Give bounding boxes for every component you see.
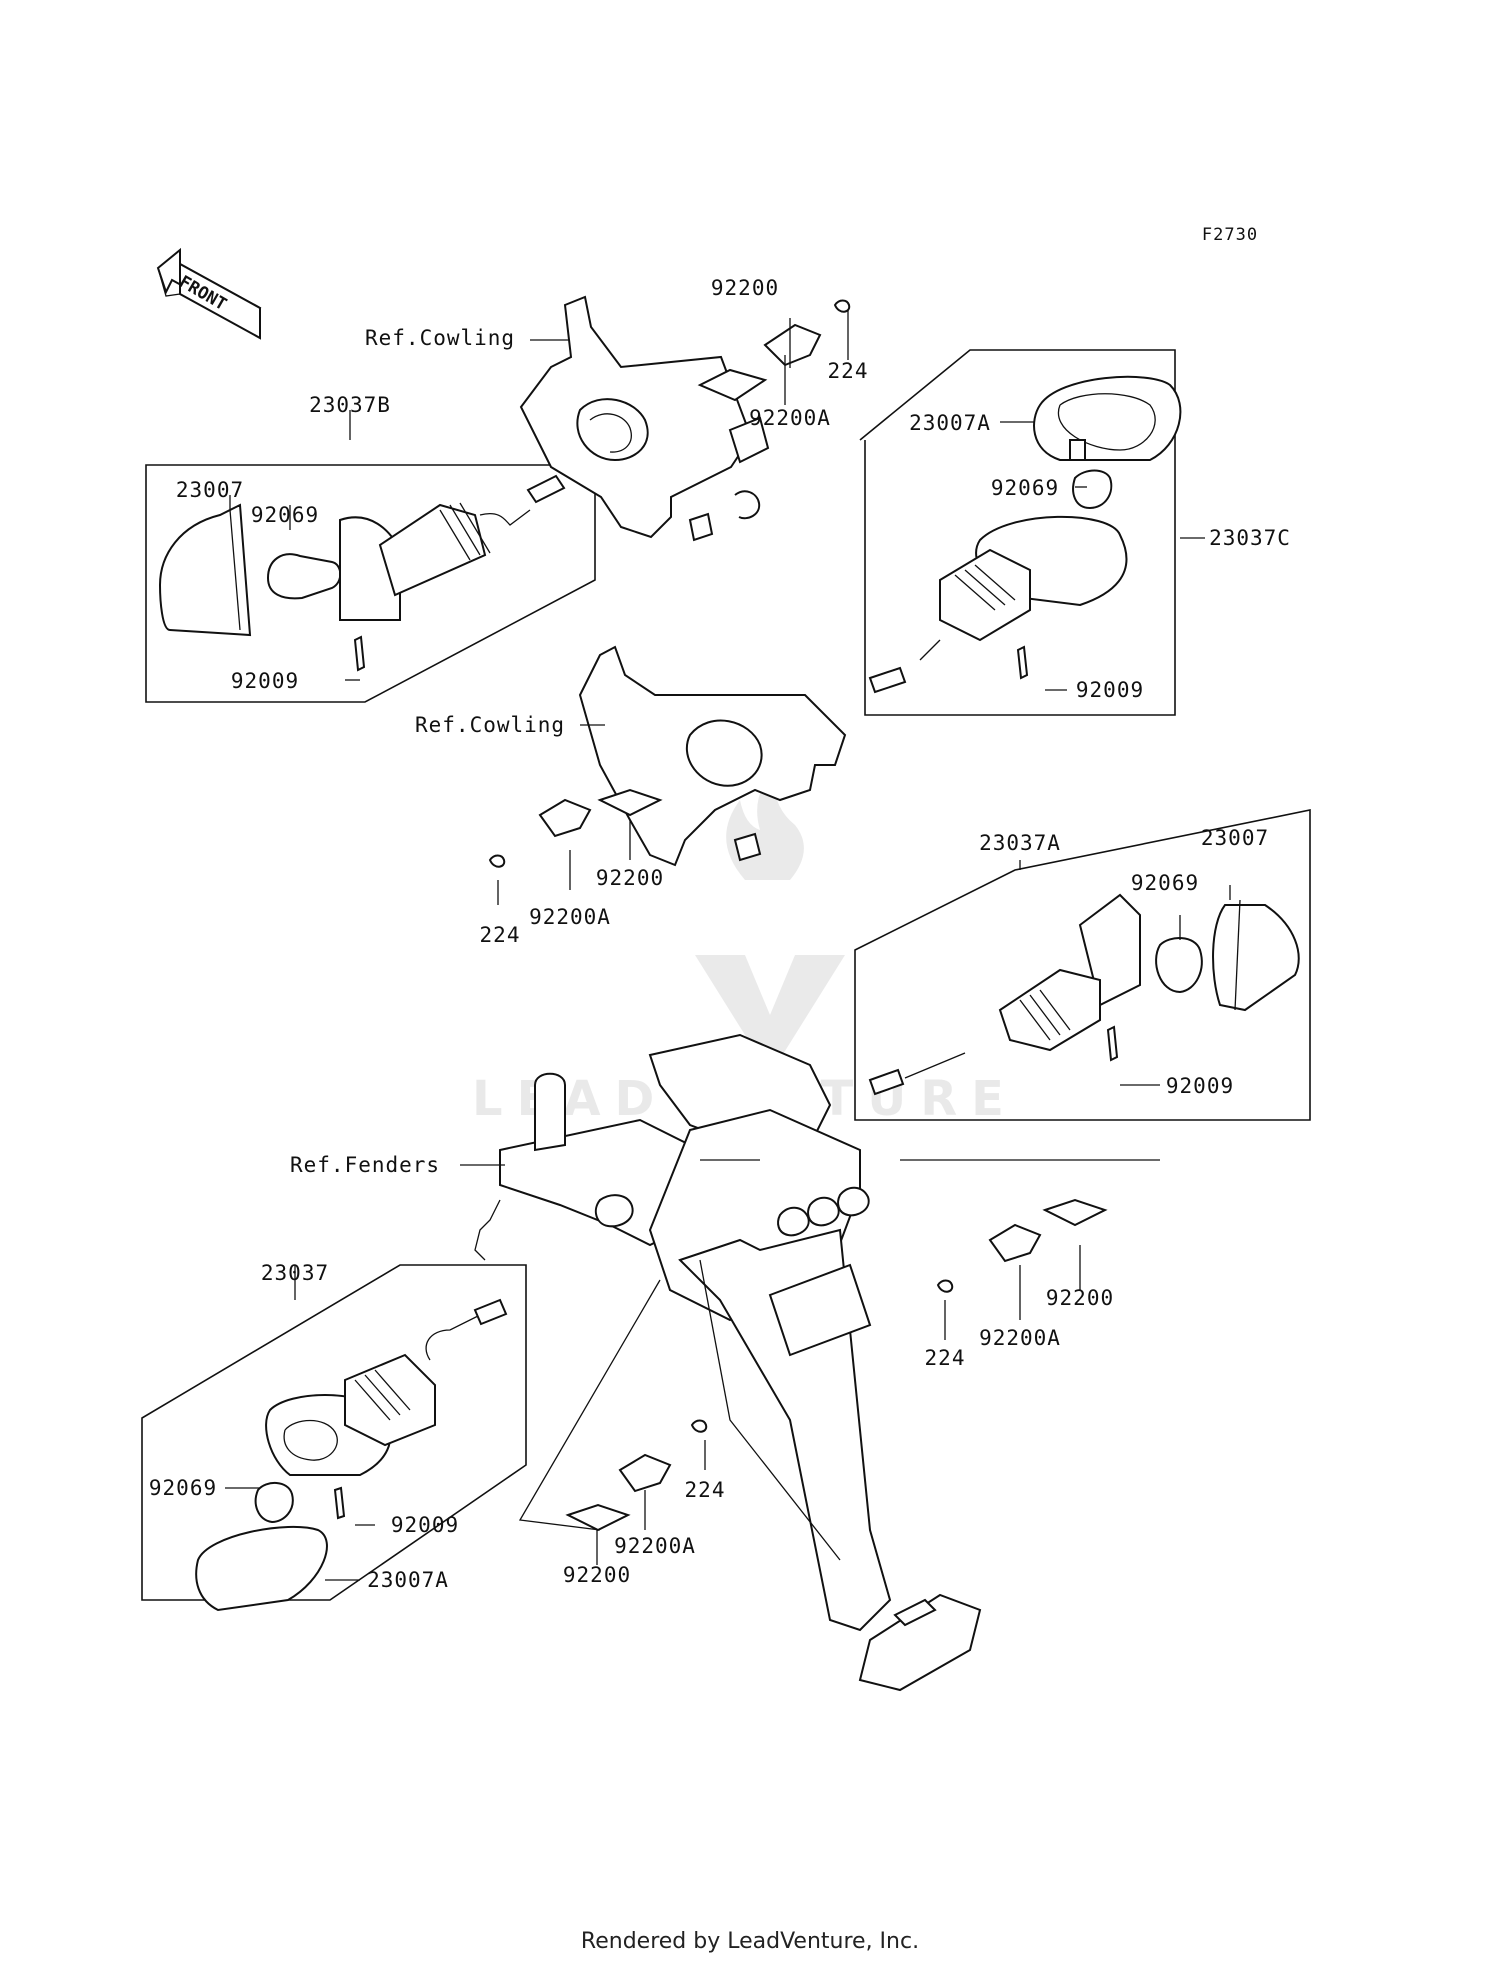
label-a-92009: 92009 (1166, 1074, 1234, 1098)
label-c-92009: 92009 (1076, 678, 1144, 702)
footer-credit: Rendered by LeadVenture, Inc. (581, 1929, 919, 1954)
leader-lines (225, 310, 1231, 1581)
label-l-92069: 92069 (149, 1476, 217, 1500)
top-cowling-bracket (519, 295, 770, 542)
label-ref-fenders: Ref.Fenders (290, 1153, 440, 1177)
label-a-23007: 23007 (1201, 826, 1269, 850)
label-b-92009: 92009 (231, 669, 299, 693)
hardware-bottom (565, 1419, 708, 1532)
label-r-92200A: 92200A (979, 1326, 1061, 1350)
label-c-92069: 92069 (991, 476, 1059, 500)
label-r-224: 224 (925, 1346, 966, 1370)
label-assy-23037A: 23037A (979, 831, 1061, 855)
figure-code: F2730 (1202, 225, 1258, 245)
front-arrow-icon: FRONT (156, 247, 262, 340)
label-assy-23037: 23037 (261, 1261, 329, 1285)
turn-signal-23037B (158, 474, 566, 672)
label-b-92069: 92069 (251, 503, 319, 527)
label-top-224: 224 (828, 359, 869, 383)
hardware-mid (488, 788, 663, 868)
label-r-92200: 92200 (1046, 1286, 1114, 1310)
callout-labels: Ref.Cowling 92200 92200A 224 23037B 2300… (149, 276, 1291, 1592)
assembly-outline-23037A (854, 809, 1311, 1121)
turn-signal-23037 (195, 1298, 508, 1612)
label-a-92069: 92069 (1131, 871, 1199, 895)
label-bot-92200A: 92200A (614, 1534, 696, 1558)
turn-signal-23037A (868, 893, 1300, 1096)
assembly-outline-23037C (859, 349, 1176, 716)
label-mid-224: 224 (480, 923, 521, 947)
label-mid-92200A: 92200A (529, 905, 611, 929)
label-assy-23037C: 23037C (1209, 526, 1291, 550)
label-bot-92200: 92200 (563, 1563, 631, 1587)
mid-cowling-bracket (578, 645, 847, 867)
label-b-23007: 23007 (176, 478, 244, 502)
turn-signal-23037C (868, 375, 1182, 694)
label-ref-cowling-top: Ref.Cowling (365, 326, 515, 350)
assembly-outline-23037 (141, 1264, 527, 1601)
label-top-92200: 92200 (711, 276, 779, 300)
label-mid-92200: 92200 (596, 866, 664, 890)
tail-fender-unit (474, 1033, 982, 1692)
label-assy-23037B: 23037B (309, 393, 391, 417)
label-ref-cowling-mid: Ref.Cowling (415, 713, 565, 737)
label-top-92200A: 92200A (749, 406, 831, 430)
label-c-23007A: 23007A (909, 411, 991, 435)
hardware-top (697, 299, 851, 402)
label-bot-224: 224 (685, 1478, 726, 1502)
label-l-92009: 92009 (391, 1513, 459, 1537)
hardware-right (936, 1198, 1108, 1293)
label-l-23007A: 23007A (367, 1568, 449, 1592)
